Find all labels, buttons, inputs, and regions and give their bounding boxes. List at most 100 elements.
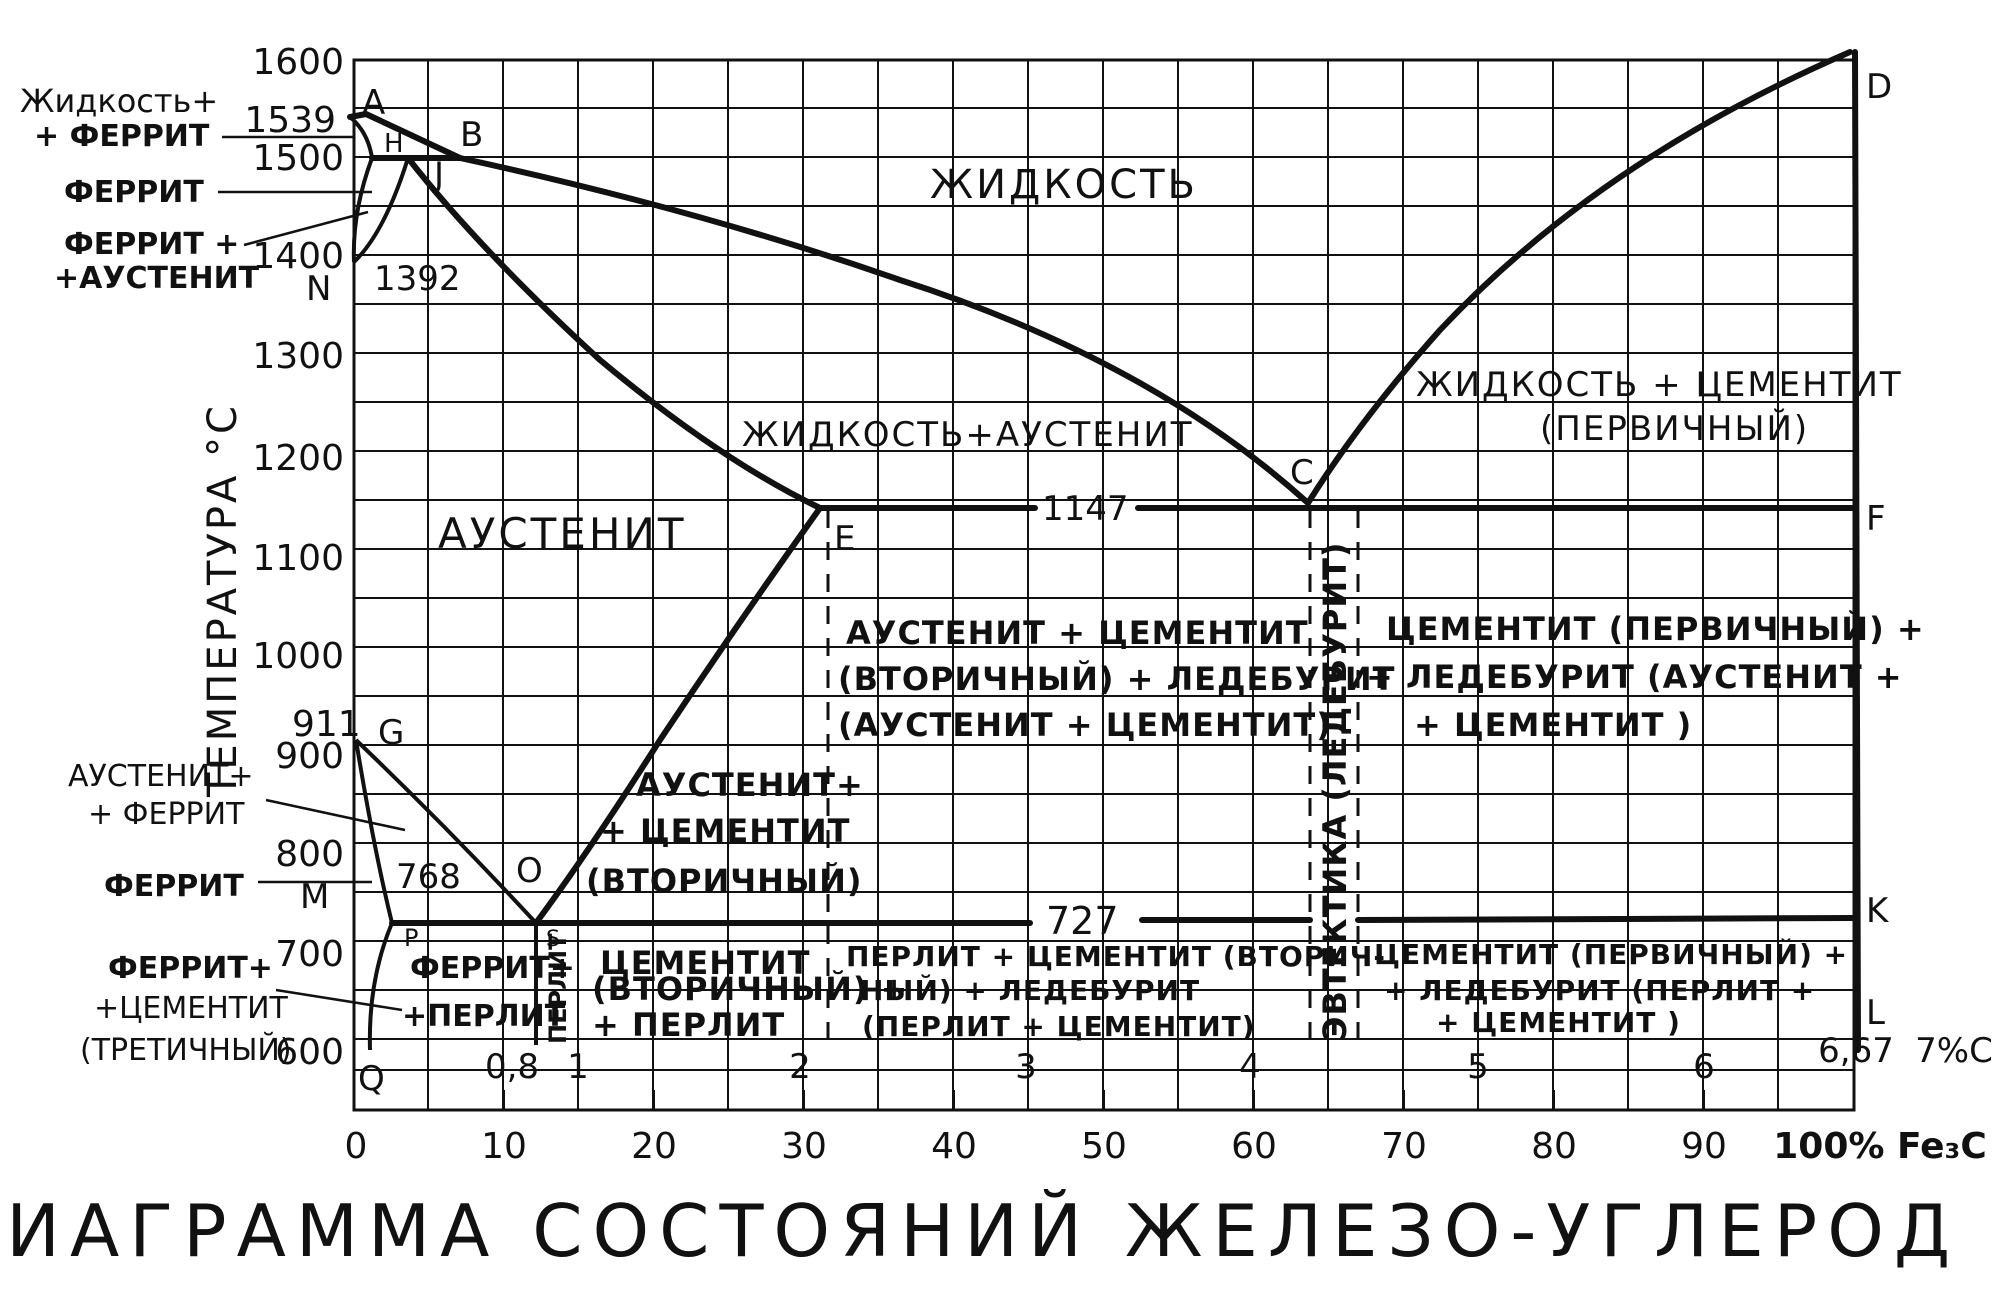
y-tick: 900 <box>275 736 344 777</box>
side-aus-fer-1: АУСТЕНИТ+ <box>68 759 254 794</box>
x-carbon-ticks: 0,8 1 2 3 4 5 6 6,67 7%C <box>485 1031 1993 1087</box>
y-axis-label: ТЕМПЕРАТУРА °С <box>200 403 246 798</box>
point-h: H <box>384 129 404 159</box>
point-b: B <box>460 115 483 155</box>
x-carbon-tick: 6,67 <box>1818 1031 1894 1071</box>
y-tick: 1500 <box>252 138 344 179</box>
region-pearlite: ПЕРЛИТ <box>544 933 572 1044</box>
y-tick: 800 <box>275 834 344 875</box>
side-labels: Жидкость+ + ФЕРРИТ ФЕРРИТ ФЕРРИТ + +АУСТ… <box>20 82 292 1068</box>
y-tick-911: 911 <box>292 704 361 745</box>
leader-lines <box>218 135 406 1012</box>
point-k: K <box>1866 891 1890 931</box>
x-carbon-tick: 3 <box>1015 1047 1037 1087</box>
region-austenite: АУСТЕНИТ <box>438 509 687 558</box>
x-fe3c-tick: 60 <box>1231 1126 1277 1167</box>
side-ferrite-top: ФЕРРИТ <box>64 175 204 210</box>
y-tick: 1000 <box>252 636 344 677</box>
x-fe3c-tick: 70 <box>1381 1126 1427 1167</box>
y-tick: 1300 <box>252 336 344 377</box>
point-e: E <box>834 519 855 559</box>
x-carbon-tick: 1 <box>567 1047 589 1087</box>
temp-727: 727 <box>1046 899 1119 943</box>
region-cem1-led-per-1: ЦЕМЕНТИТ (ПЕРВИЧНЫЙ) + <box>1374 937 1848 971</box>
side-ferrite-low: ФЕРРИТ <box>104 869 244 904</box>
x-fe3c-ticks: 0 10 20 30 40 50 60 70 80 90 100% Fe₃C <box>345 1126 1987 1167</box>
x-fe3c-tick: 30 <box>781 1126 827 1167</box>
side-aus-fer-2: + ФЕРРИТ <box>88 797 245 832</box>
y-tick: 600 <box>275 1032 344 1073</box>
y-axis-ticks: 1600 1500 1400 1300 1200 1100 1000 900 8… <box>244 42 360 1073</box>
line-p-q <box>367 922 394 1051</box>
temperature-callouts: 1392 1147 768 727 <box>374 259 1129 943</box>
point-c: C <box>1290 453 1314 493</box>
liquidus-c-d <box>1305 49 1853 506</box>
region-cem-led-3: + ЦЕМЕНТИТ ) <box>1414 706 1692 744</box>
region-cem1-led-per-2: + ЛЕДЕБУРИТ (ПЕРЛИТ + <box>1384 974 1815 1007</box>
region-per-cem-led-3: (ПЕРЛИТ + ЦЕМЕНТИТ) <box>862 1010 1256 1043</box>
line-j-n <box>352 157 410 264</box>
x-fe3c-tick: 40 <box>931 1126 977 1167</box>
y-tick-1539: 1539 <box>244 100 336 141</box>
line-e-s <box>533 505 823 926</box>
point-p: P <box>404 924 418 952</box>
region-aus-cem-led-1: АУСТЕНИТ + ЦЕМЕНТИТ <box>846 614 1309 652</box>
x-carbon-tick: 5 <box>1467 1047 1489 1087</box>
vertical-grid <box>427 60 1779 1110</box>
region-ferrite-pearlite-1: ФЕРРИТ+ <box>410 951 575 986</box>
x-carbon-tick: 7%C <box>1915 1031 1993 1071</box>
side-liq-ferrite-2: + ФЕРРИТ <box>34 119 210 154</box>
x-fe3c-tick: 20 <box>631 1126 677 1167</box>
x-fe3c-tick: 90 <box>1681 1126 1727 1167</box>
cementite-line-d-l <box>1852 49 1861 1053</box>
eutectoid-line-far <box>1355 915 1858 923</box>
solidus-a-h <box>348 115 374 159</box>
region-cem2-pearlite-1: ЦЕМЕНТИТ <box>600 944 810 982</box>
point-f: F <box>1866 499 1886 539</box>
point-j: J <box>432 155 444 195</box>
y-tick: 1200 <box>252 438 344 479</box>
region-per-cem-led-2: НЫЙ) + ЛЕДЕБУРИТ <box>860 973 1200 1007</box>
side-fer-cem3-3: (ТРЕТИЧНЫЙ) <box>80 1032 292 1068</box>
point-q: Q <box>358 1059 385 1099</box>
temp-1392: 1392 <box>374 259 461 299</box>
line-h-n <box>351 157 374 263</box>
point-o: O <box>516 851 543 891</box>
line-g-s <box>354 738 538 925</box>
point-n: N <box>306 269 331 309</box>
region-cem2-pearlite-2: (ВТОРИЧНЫЙ) + <box>592 970 908 1008</box>
x-carbon-tick: 6 <box>1693 1047 1715 1087</box>
x-fe3c-tick: 10 <box>481 1126 527 1167</box>
region-aus-cem-led-2: (ВТОРИЧНЫЙ) + ЛЕДЕБУРИТ <box>838 660 1396 698</box>
x-fe3c-tick: 100% Fe₃C <box>1773 1126 1987 1167</box>
side-fer-aus-1: ФЕРРИТ + <box>64 227 239 262</box>
x-carbon-tick: 0,8 <box>485 1047 539 1087</box>
region-cem1-led-per-3: + ЦЕМЕНТИТ ) <box>1436 1006 1681 1039</box>
region-liquid-cementite-2: (ПЕРВИЧНЫЙ) <box>1540 408 1809 449</box>
x-carbon-tick: 4 <box>1239 1047 1261 1087</box>
point-m: M <box>300 877 329 917</box>
point-a: A <box>362 83 385 123</box>
diagram-title: ДИАГРАММА СОСТОЯНИЙ ЖЕЛЕЗО-УГЛЕРОД <box>0 1189 1960 1273</box>
point-s: S <box>546 927 560 952</box>
region-cem-led-1: ЦЕМЕНТИТ (ПЕРВИЧНЫЙ) + <box>1386 610 1925 648</box>
region-aus-cem2-3: (ВТОРИЧНЫЙ) <box>586 862 862 900</box>
region-ferrite-pearlite-2: +ПЕРЛИТ <box>402 999 566 1034</box>
point-g: G <box>378 713 404 753</box>
region-aus-cem2-1: АУСТЕНИТ+ <box>636 766 864 804</box>
x-fe3c-tick: 80 <box>1531 1126 1577 1167</box>
temp-768: 768 <box>396 857 461 897</box>
x-fe3c-tick: 0 <box>345 1126 368 1167</box>
side-fer-cem3-2: +ЦЕМЕНТИТ <box>94 991 289 1026</box>
region-aus-cem2-2: + ЦЕМЕНТИТ <box>600 812 850 850</box>
region-cem2-pearlite-3: + ПЕРЛИТ <box>592 1006 785 1044</box>
point-labels: A B H J N D C E F G M O P S K L Q <box>300 67 1892 1099</box>
x-carbon-tick: 2 <box>789 1047 811 1087</box>
region-per-cem-led-1: ПЕРЛИТ + ЦЕМЕНТИТ (ВТОРИЧ- <box>846 940 1386 973</box>
region-labels: ЖИДКОСТЬ ЖИДКОСТЬ+АУСТЕНИТ ЖИДКОСТЬ + ЦЕ… <box>402 162 1925 1044</box>
bottom-ticks <box>353 1090 1705 1110</box>
region-liquid-cementite-1: ЖИДКОСТЬ + ЦЕМЕНТИТ <box>1416 365 1903 405</box>
y-tick: 700 <box>275 934 344 975</box>
point-l: L <box>1866 993 1885 1033</box>
